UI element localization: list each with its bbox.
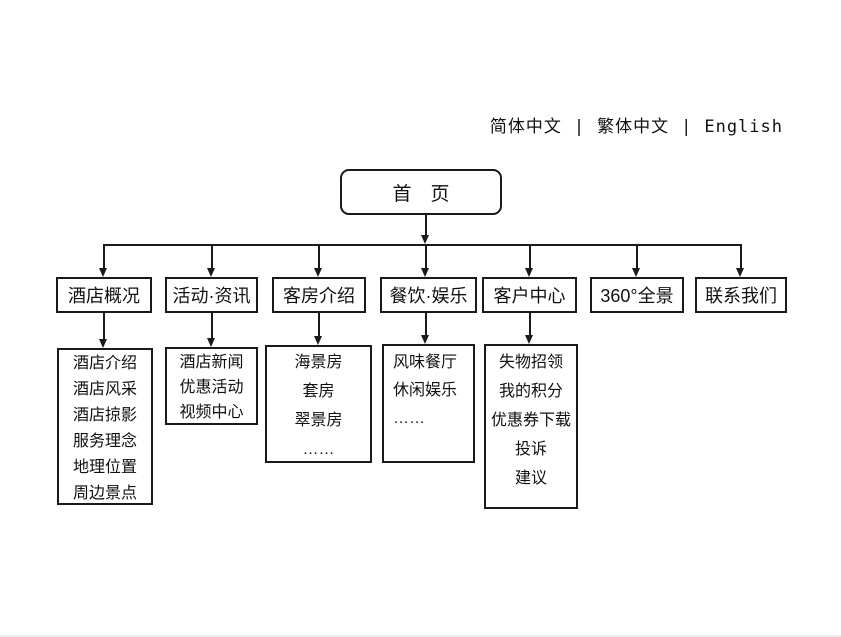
lang-link-english[interactable]: English	[704, 117, 783, 137]
list-item: 酒店介绍	[72, 355, 137, 372]
node-home: 首 页	[340, 169, 502, 215]
lang-link-traditional-chinese[interactable]: 繁体中文	[597, 117, 670, 137]
connector-arrow	[421, 268, 429, 277]
list-item: 投诉	[514, 441, 547, 458]
node-hotel-overview: 酒店概况	[56, 277, 152, 313]
language-separator: |	[681, 117, 693, 137]
list-item: 翠景房	[294, 412, 343, 429]
language-switcher: 简体中文 | 繁体中文 | English	[490, 112, 783, 137]
connector-line	[636, 246, 638, 268]
connector-arrow	[314, 268, 322, 277]
list-item: 海景房	[294, 354, 343, 371]
node-customer-center: 客户中心	[482, 277, 577, 313]
list-item: 我的积分	[498, 383, 563, 400]
connector-arrow	[421, 335, 429, 344]
node-contact-us: 联系我们	[695, 277, 787, 313]
list-item: 失物招领	[498, 354, 563, 371]
connector-line	[425, 215, 427, 236]
connector-line	[211, 246, 213, 268]
connector-arrow	[525, 268, 533, 277]
sublist-customer-center: 失物招领 我的积分 优惠券下载 投诉 建议	[484, 344, 578, 509]
list-item: 酒店掠影	[72, 407, 137, 424]
connector-line	[740, 246, 742, 268]
connector-line	[211, 313, 213, 338]
node-360-panorama: 360°全景	[590, 277, 684, 313]
language-separator: |	[573, 117, 586, 137]
list-item: 建议	[514, 470, 547, 487]
list-item: 休闲娱乐	[393, 382, 458, 399]
list-item: ……	[393, 410, 425, 427]
connector-line	[425, 313, 427, 335]
connector-line	[425, 246, 427, 268]
list-item: 套房	[302, 383, 335, 400]
sublist-dining-entertainment: 风味餐厅 休闲娱乐 ……	[382, 344, 475, 463]
connector-arrow	[421, 235, 429, 244]
list-item: 优惠券下载	[490, 412, 571, 429]
connector-arrow	[525, 335, 533, 344]
lang-link-simplified-chinese[interactable]: 简体中文	[489, 117, 562, 137]
sublist-activities-news: 酒店新闻 优惠活动 视频中心	[165, 347, 258, 425]
connector-line	[529, 246, 531, 268]
connector-line	[103, 313, 105, 339]
connector-line	[318, 313, 320, 336]
list-item: 周边景点	[72, 485, 137, 502]
list-item: 酒店风采	[72, 381, 137, 398]
node-dining-entertainment: 餐饮·娱乐	[380, 277, 477, 313]
connector-arrow	[99, 339, 107, 348]
list-item: 风味餐厅	[393, 354, 458, 371]
sublist-rooms-intro: 海景房 套房 翠景房 ……	[265, 345, 372, 463]
list-item: ……	[302, 441, 335, 458]
node-rooms-intro: 客房介绍	[272, 277, 366, 313]
list-item: 酒店新闻	[179, 354, 244, 371]
list-item: 视频中心	[179, 404, 244, 421]
connector-arrow	[207, 268, 215, 277]
node-activities-news: 活动·资讯	[165, 277, 258, 313]
connector-arrow	[736, 268, 744, 277]
connector-arrow	[314, 336, 322, 345]
list-item: 优惠活动	[179, 379, 244, 396]
list-item: 地理位置	[72, 459, 137, 476]
connector-arrow	[99, 268, 107, 277]
connector-line	[318, 246, 320, 268]
list-item: 服务理念	[72, 433, 137, 450]
connector-line	[529, 313, 531, 335]
sublist-hotel-overview: 酒店介绍 酒店风采 酒店掠影 服务理念 地理位置 周边景点	[57, 348, 153, 505]
connector-arrow	[207, 338, 215, 347]
connector-bus	[103, 244, 742, 246]
connector-arrow	[632, 268, 640, 277]
connector-line	[103, 246, 105, 268]
